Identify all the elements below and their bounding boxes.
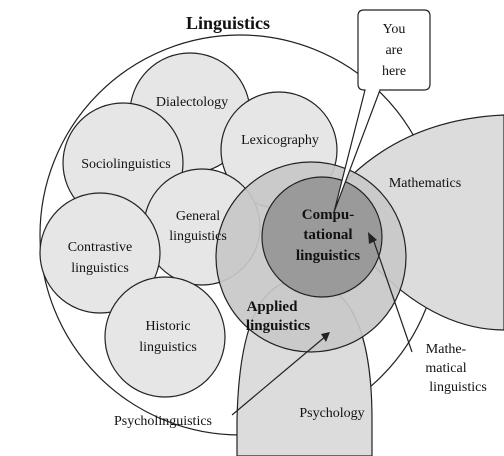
general-linguistics-label-1: General <box>176 209 220 224</box>
psycholinguistics-arrow-head <box>321 332 330 342</box>
you-are-here-callout <box>333 9 431 213</box>
historic-linguistics-label-2: linguistics <box>139 340 197 355</box>
callout-line-3: here <box>382 64 406 79</box>
psycholinguistics-arrow-line <box>231 335 327 416</box>
mathematical-arrow-head <box>368 232 377 244</box>
contrastive-linguistics-label-1: Contrastive <box>68 240 133 255</box>
lexicography-label: Lexicography <box>241 133 319 148</box>
psychology-label: Psychology <box>299 406 364 421</box>
mathematical-linguistics-label-1: Mathe- <box>426 342 467 357</box>
mathematical-linguistics-label-2: matical <box>425 361 466 376</box>
dialectology-label: Dialectology <box>156 95 228 110</box>
sociolinguistics-label: Sociolinguistics <box>81 157 170 172</box>
mathematical-arrow-line <box>371 235 413 353</box>
computational-linguistics-circle <box>261 176 383 298</box>
contrastive-linguistics-label-2: linguistics <box>71 261 129 276</box>
historic-linguistics-circle <box>104 276 226 398</box>
historic-linguistics-label-1: Historic <box>145 319 190 334</box>
mathematics-label: Mathematics <box>389 176 461 191</box>
contrastive-linguistics-circle <box>39 192 161 314</box>
callout-line-1: You <box>383 22 406 37</box>
mathematical-linguistics-label-3: linguistics <box>429 380 487 395</box>
callout-line-2: are <box>385 43 402 58</box>
computational-linguistics-label-1: Compu- <box>302 207 355 223</box>
computational-linguistics-label-2: tational <box>303 227 352 243</box>
diagram-title: Linguistics <box>186 13 270 33</box>
applied-linguistics-label-2: linguistics <box>246 318 310 334</box>
computational-linguistics-label-3: linguistics <box>296 248 360 264</box>
applied-linguistics-label-1: Applied <box>247 299 299 315</box>
psycholinguistics-label: Psycholinguistics <box>114 414 212 429</box>
general-linguistics-label-2: linguistics <box>169 229 227 244</box>
